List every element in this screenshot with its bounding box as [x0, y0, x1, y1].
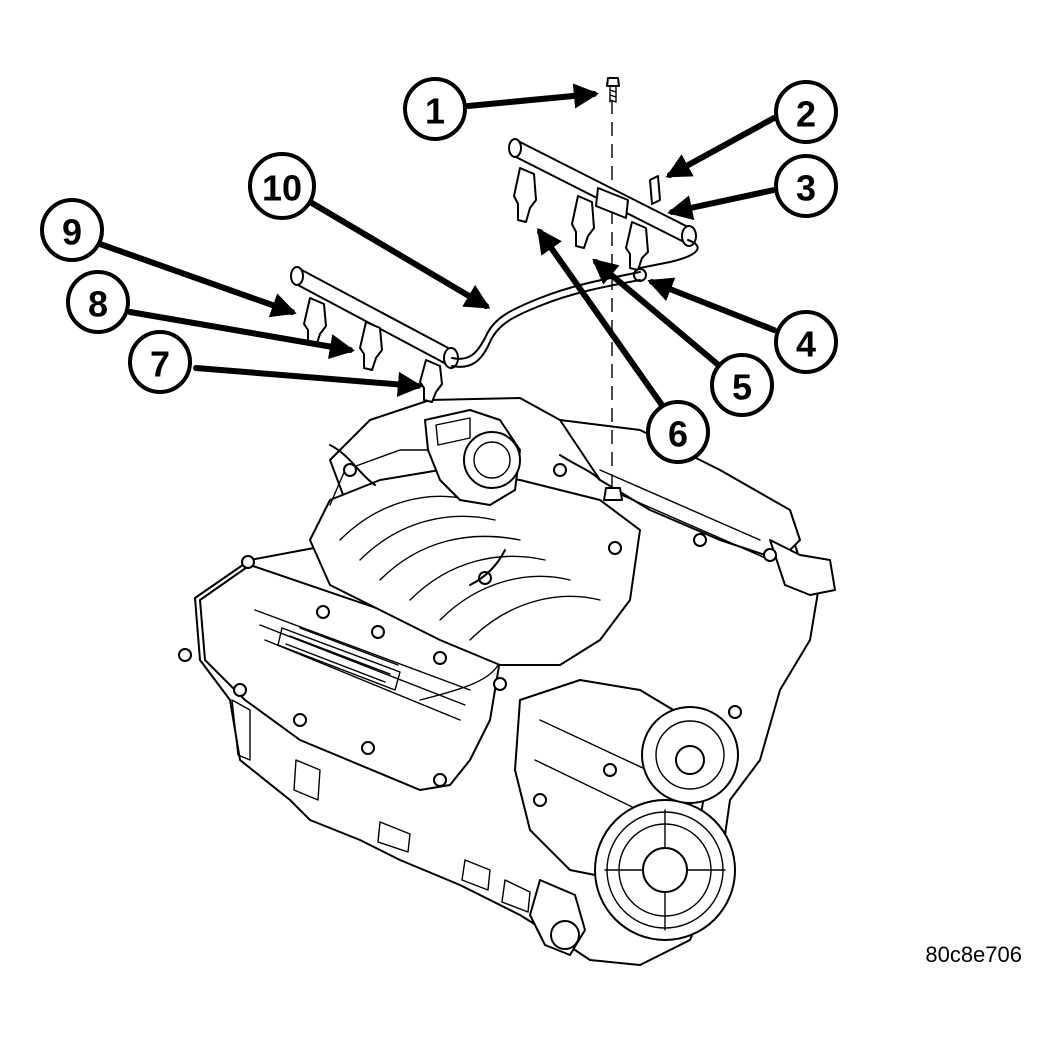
svg-text:6: 6 [668, 414, 688, 455]
callout-9: 9 [40, 198, 104, 262]
callout-5: 5 [710, 353, 774, 417]
callout-7: 7 [128, 330, 192, 394]
right-fuel-injectors [513, 167, 649, 271]
right-fuel-rail [508, 138, 697, 247]
callout-10: 10 [248, 152, 316, 220]
svg-text:1: 1 [425, 91, 445, 132]
fuel-rail-bolt [606, 77, 620, 103]
callout-6: 6 [646, 400, 710, 464]
figure-id: 80c8e706 [925, 942, 1022, 967]
svg-text:10: 10 [262, 168, 302, 209]
callout-2: 2 [774, 80, 838, 144]
crankshaft-pulley [594, 799, 736, 941]
svg-text:5: 5 [732, 367, 752, 408]
svg-text:8: 8 [88, 284, 108, 325]
svg-text:4: 4 [796, 324, 816, 365]
callout-3: 3 [774, 154, 838, 218]
svg-text:9: 9 [62, 212, 82, 253]
svg-text:7: 7 [150, 344, 170, 385]
leader-lines [97, 83, 777, 411]
callout-4: 4 [774, 310, 838, 374]
callout-1: 1 [403, 77, 467, 141]
rail-tube-right [639, 239, 699, 269]
bolt-boss [603, 487, 623, 501]
engine-assembly [178, 397, 836, 966]
idler-pulley [641, 706, 739, 804]
engine-bolts [178, 463, 777, 807]
callout-8: 8 [66, 270, 130, 334]
svg-text:3: 3 [796, 168, 816, 209]
svg-text:2: 2 [796, 94, 816, 135]
